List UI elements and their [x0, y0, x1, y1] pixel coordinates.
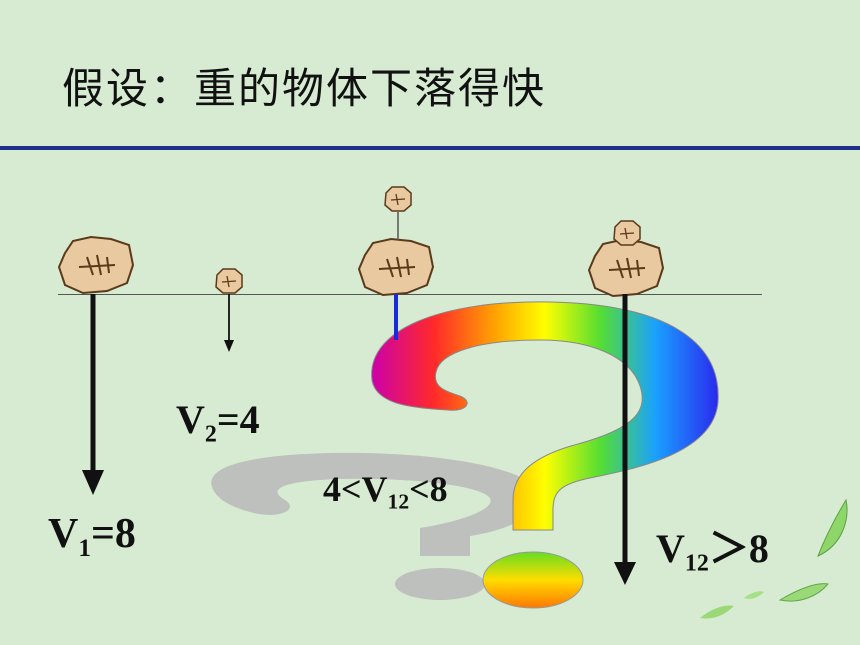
arrow-v1	[82, 294, 104, 495]
stone-small-3	[613, 220, 641, 246]
arrow-v2	[224, 294, 234, 352]
stone-large-3	[587, 238, 665, 298]
question-mark-icon	[371, 301, 719, 609]
label-v12-gt: V12＞8	[656, 526, 769, 577]
label-v1: V1=8	[48, 511, 136, 562]
stone-small-1	[215, 268, 243, 294]
label-v12-range: 4<V12<8	[323, 469, 448, 514]
stone-large-1	[57, 235, 135, 295]
label-v2: V2=4	[176, 397, 260, 448]
title-rule	[0, 146, 860, 150]
ground-line	[58, 294, 762, 295]
stone-small-2	[384, 186, 412, 212]
stone-large-2	[357, 237, 435, 297]
leaf-icon	[700, 498, 848, 619]
arrow-v12	[614, 294, 636, 585]
question-mark-shadow	[211, 452, 539, 600]
slide-title: 假设：重的物体下落得快	[62, 64, 547, 113]
